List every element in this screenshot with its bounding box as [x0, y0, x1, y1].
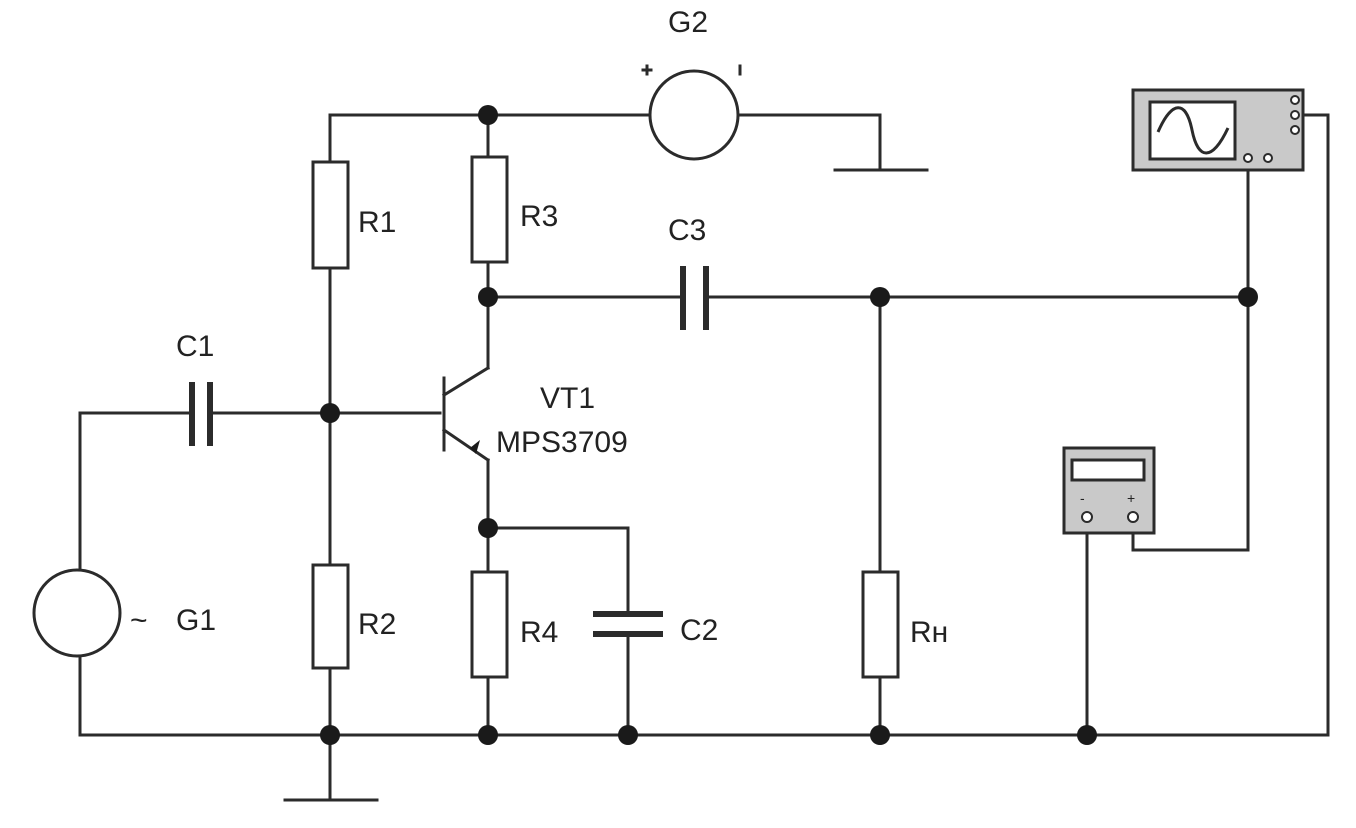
label-g1: G1: [176, 604, 216, 637]
source-g2[interactable]: [641, 64, 742, 161]
junction-node: [478, 105, 498, 125]
junction-node: [870, 287, 890, 307]
junction-node: [478, 518, 498, 538]
svg-text:+: +: [1127, 490, 1135, 506]
transistor-vt1[interactable]: [441, 328, 491, 463]
junction-node: [320, 725, 340, 745]
resistor-r4[interactable]: [470, 570, 509, 679]
resistor-rn[interactable]: [861, 570, 900, 679]
label-r1: R1: [358, 206, 396, 239]
label-c2: C2: [680, 614, 718, 647]
source-g1[interactable]: [32, 568, 122, 658]
multimeter-icon[interactable]: - +: [1062, 446, 1156, 535]
label-r3: R3: [520, 200, 558, 233]
emitter-arrow-icon: [470, 440, 480, 454]
junction-nodes: [320, 105, 1258, 745]
svg-text:-: -: [1080, 490, 1085, 506]
label-c1: C1: [176, 330, 214, 363]
label-r4: R4: [520, 616, 558, 649]
label-g2: G2: [668, 6, 708, 39]
junction-node: [320, 403, 340, 423]
resistor-r3[interactable]: [470, 155, 509, 264]
bottom-rail-wire: [78, 113, 1330, 737]
oscilloscope-icon[interactable]: [1131, 88, 1305, 172]
resistor-r2[interactable]: [311, 563, 350, 670]
junction-node: [1077, 725, 1097, 745]
g2-ground-wire: [736, 113, 882, 172]
label-c3: C3: [668, 214, 706, 247]
resistor-r1[interactable]: [311, 160, 350, 270]
label-vt1-model: MPS3709: [496, 426, 628, 459]
junction-node: [870, 725, 890, 745]
junction-node: [478, 725, 498, 745]
label-r2: R2: [358, 608, 396, 641]
capacitor-c3[interactable]: [680, 266, 709, 330]
capacitor-c2[interactable]: [593, 611, 663, 637]
junction-node: [1238, 287, 1258, 307]
capacitor-c1[interactable]: [189, 382, 213, 446]
meter-plus-wire: [1131, 295, 1250, 552]
sine-wave-icon: ~: [130, 604, 148, 637]
c2-top-wire: [486, 526, 630, 614]
label-rn: Rн: [910, 616, 948, 649]
junction-node: [618, 725, 638, 745]
label-vt1: VT1: [540, 382, 595, 415]
junction-node: [478, 287, 498, 307]
